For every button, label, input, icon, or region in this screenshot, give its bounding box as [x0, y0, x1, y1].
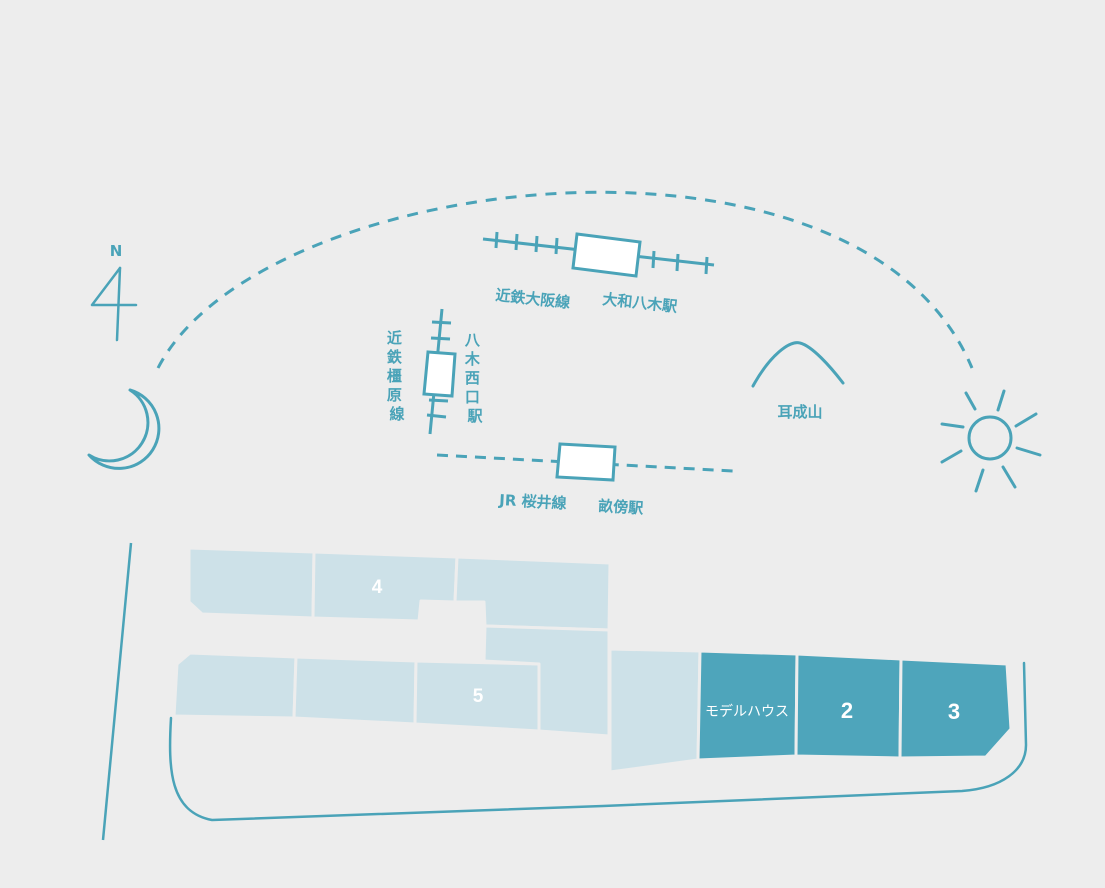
lot-4-label: 4	[372, 577, 383, 598]
dark-lots	[696, 649, 1013, 762]
left-road-line	[101, 542, 133, 841]
light-lots	[172, 546, 702, 774]
lot-a[interactable]	[187, 546, 316, 620]
bottom-road-outline	[168, 661, 1028, 822]
lot-5-label: 5	[473, 686, 484, 707]
lot-b[interactable]	[453, 555, 612, 632]
lot-4[interactable]	[311, 550, 459, 623]
unebi-station-label: 畝傍駅	[598, 497, 645, 517]
lot-2-label: 2	[841, 698, 853, 723]
unebi-station-icon	[555, 442, 617, 482]
sun-path-arc	[156, 190, 974, 369]
yamato-yagi-station-icon	[571, 232, 642, 278]
mountain-icon	[751, 341, 845, 388]
kintetsu-osaka-line-label: 近鉄大阪線	[495, 286, 571, 312]
yagi-nishiguchi-station-icon	[422, 350, 457, 398]
lot-e[interactable]	[482, 624, 611, 738]
lot-3-label: 3	[948, 699, 960, 724]
jr-sakurai-railway	[436, 453, 734, 473]
lot-c[interactable]	[172, 651, 298, 720]
lot-d[interactable]	[292, 655, 418, 726]
kintetsu-kashihara-line-label: 近 鉄 橿 原 線	[387, 329, 407, 423]
yagi-nishiguchi-station-label: 八 木 西 口 駅	[464, 331, 485, 425]
model-house-label: モデルハウス	[705, 703, 789, 720]
yamato-yagi-station-label: 大和八木駅	[602, 290, 679, 316]
jr-sakurai-line-label: JR 桜井線	[498, 491, 567, 513]
lot-f[interactable]	[608, 647, 702, 774]
moon-icon	[87, 388, 161, 470]
compass-north-letter: N	[110, 242, 123, 260]
north-arrow-icon	[90, 266, 138, 342]
sun-icon	[940, 389, 1042, 493]
lot-3[interactable]	[898, 657, 1013, 760]
mt-miminashi-label: 耳成山	[777, 403, 822, 421]
